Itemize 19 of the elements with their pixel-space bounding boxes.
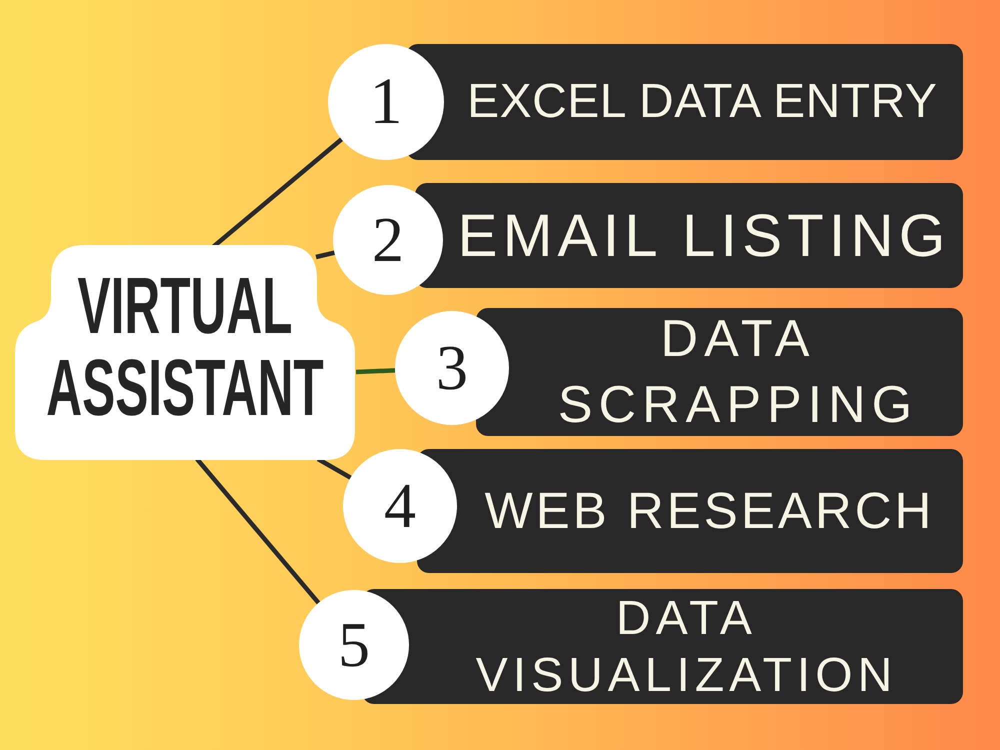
item-label: DATA SCRAPPING bbox=[556, 309, 920, 436]
step-number: 5 bbox=[338, 613, 370, 677]
connector-line bbox=[316, 457, 352, 480]
item-bar bbox=[476, 308, 963, 436]
item-bar bbox=[415, 183, 963, 288]
topic-box bbox=[15, 245, 355, 460]
connector-line bbox=[195, 458, 320, 604]
step-number: 3 bbox=[436, 336, 468, 400]
connector-line bbox=[315, 250, 335, 260]
step-number: 4 bbox=[384, 474, 416, 538]
item-label: EXCEL DATA ENTRY bbox=[466, 74, 938, 130]
item-label: DATA VISUALIZATION bbox=[474, 590, 898, 704]
connector-line bbox=[356, 368, 396, 374]
step-number: 2 bbox=[372, 208, 404, 272]
item-label: EMAIL LISTING bbox=[456, 200, 952, 270]
topic-title: VIRTUAL ASSISTANT bbox=[45, 265, 325, 429]
item-bar bbox=[417, 449, 963, 573]
step-number: 1 bbox=[370, 69, 402, 135]
item-label: WEB RESEARCH bbox=[484, 481, 936, 541]
